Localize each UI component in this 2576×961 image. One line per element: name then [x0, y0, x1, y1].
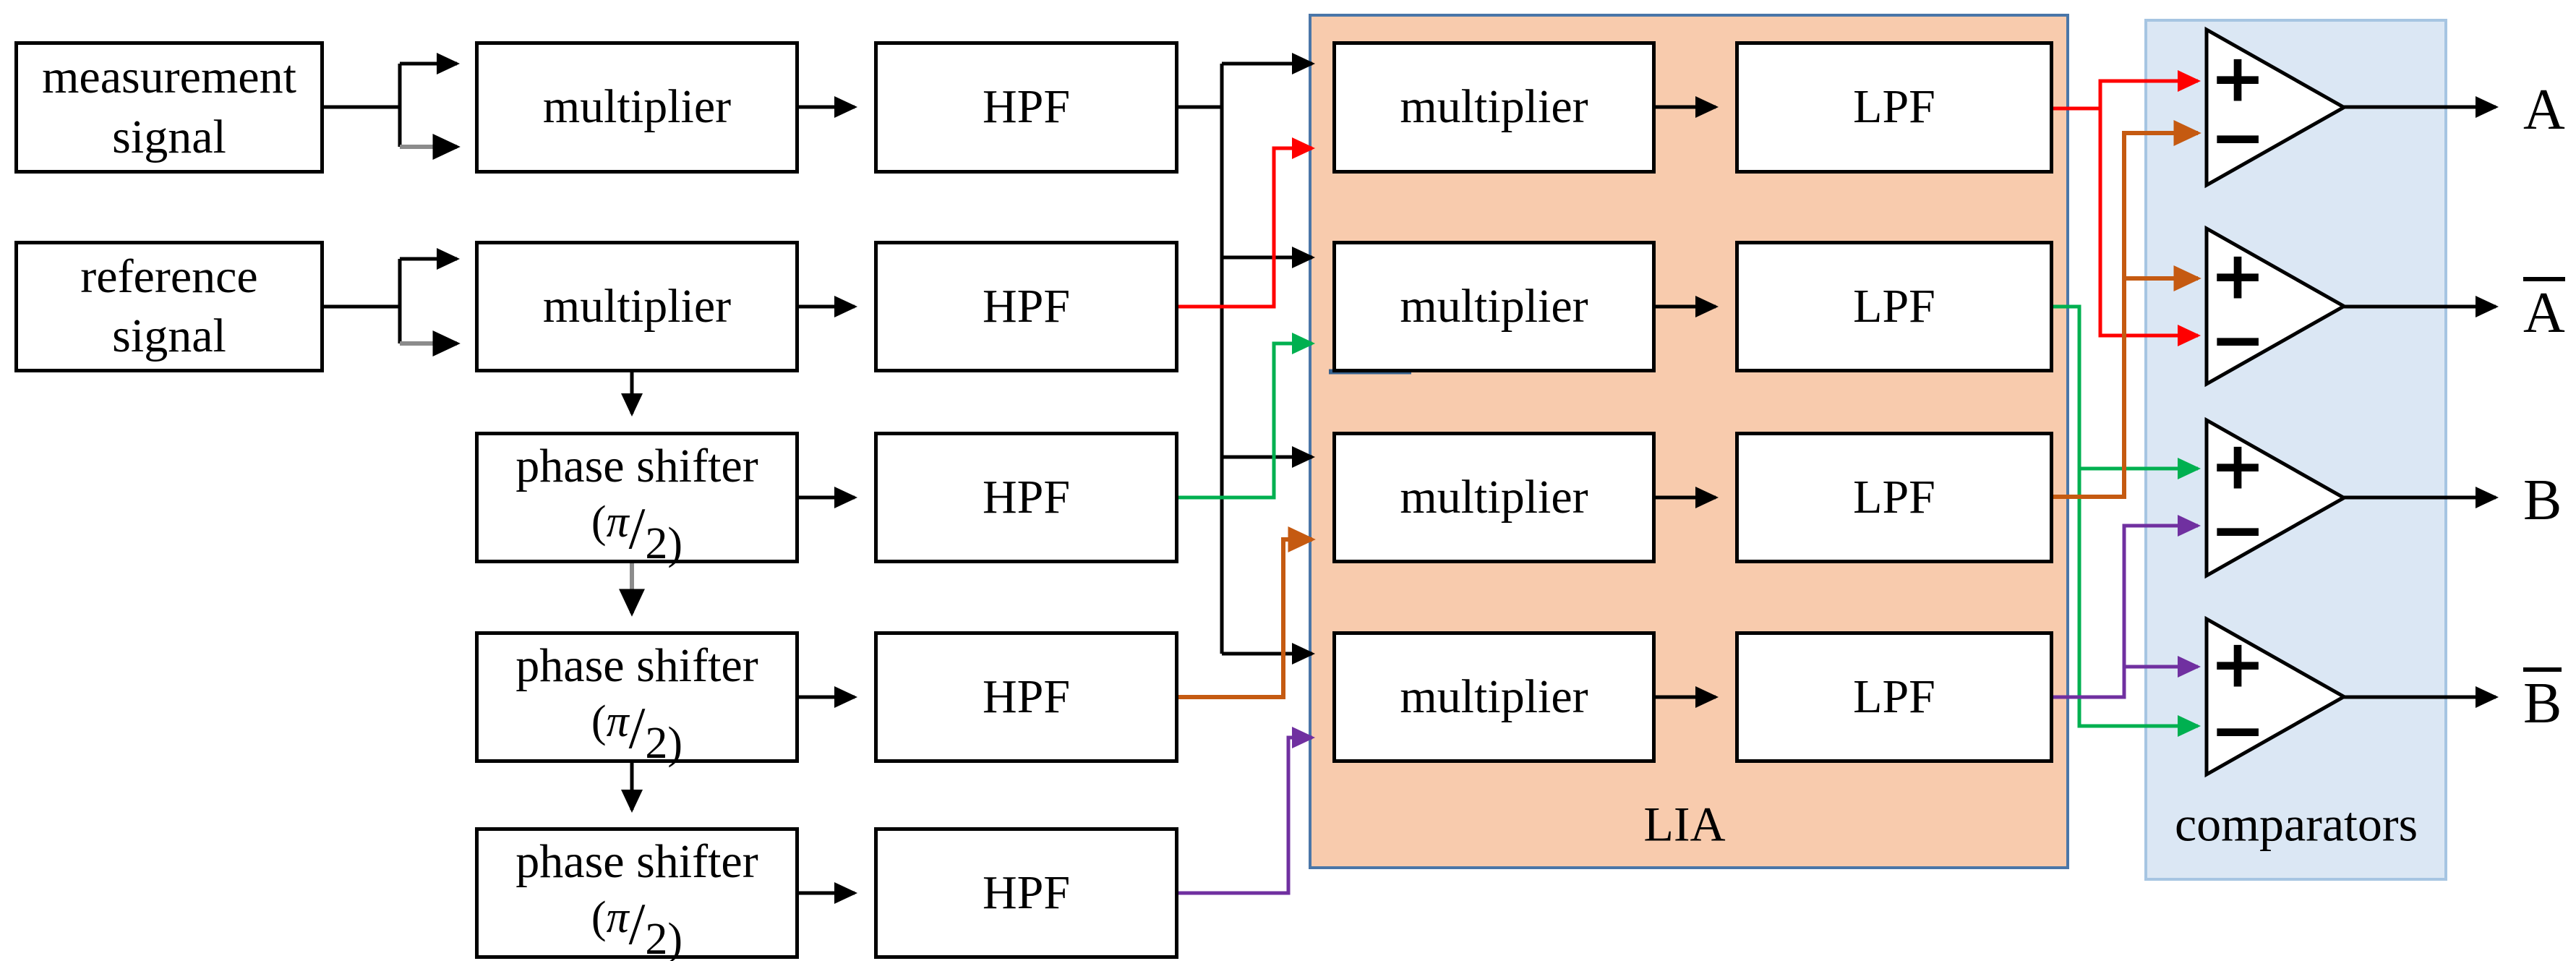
output-label-b: B — [2523, 471, 2562, 529]
block-label: LPF — [1853, 80, 1935, 134]
block-hpf-1: HPF — [874, 41, 1178, 174]
wire-hpf4-brown-to-liamult3 — [1178, 526, 1316, 699]
block-label-line: measurement — [42, 51, 296, 103]
block-label: HPF — [982, 80, 1071, 134]
pi-over-2-fraction: (π/2) — [591, 695, 683, 769]
block-lia-multiplier-4: multiplier — [1332, 631, 1656, 763]
comparator-4-triangle — [2204, 615, 2348, 778]
comparator-4-minus-sign: − — [2209, 692, 2265, 769]
comparator-1-plus-sign: + — [2209, 40, 2265, 117]
comparator-4-plus-sign: + — [2209, 625, 2265, 703]
block-hpf-5: HPF — [874, 827, 1178, 959]
comparators-region-label: comparators — [2174, 796, 2418, 852]
wire-brown-to-comp1-minus — [2053, 120, 2201, 499]
comparator-3-plus-sign: + — [2209, 427, 2265, 505]
block-label: LPF — [1853, 670, 1935, 723]
wire-hpf2-red-to-liamult1 — [1178, 137, 1316, 309]
block-lia-multiplier-2: multiplier — [1332, 241, 1656, 372]
block-lpf-1: LPF — [1735, 41, 2053, 174]
comparators-region — [2144, 19, 2447, 881]
wire-red-to-comp2-minus — [2098, 108, 2201, 346]
output-label-a: A — [2523, 81, 2565, 139]
block-label: multiplier — [542, 279, 732, 333]
block-label: HPF — [982, 279, 1071, 333]
block-label: HPF — [982, 670, 1071, 723]
wire-green-to-comp4-minus — [2053, 304, 2201, 737]
output-text: B — [2523, 469, 2562, 532]
comparator-2-minus-sign: − — [2209, 302, 2265, 379]
output-label-a-bar: A — [2523, 277, 2565, 342]
comparator-3-minus-sign: − — [2209, 492, 2265, 569]
block-label-line: phase shifter — [515, 834, 758, 888]
wire-purple-to-comp3-minus — [2053, 515, 2201, 699]
comparator-2-plus-sign: + — [2209, 237, 2265, 315]
block-label: multiplier — [1400, 279, 1588, 333]
block-label-line: phase shifter — [515, 638, 758, 692]
comparator-3-triangle — [2204, 417, 2348, 579]
block-label: multiplier — [1400, 80, 1588, 134]
block-hpf-2: HPF — [874, 241, 1178, 372]
block-phase-shifter-2: phase shifter (π/2) — [475, 631, 799, 769]
comparator-1-triangle — [2204, 26, 2348, 189]
block-label: multiplier — [542, 80, 732, 134]
block-lia-multiplier-3: multiplier — [1332, 432, 1656, 563]
block-label-line: reference — [80, 249, 258, 303]
wire-hpf3-green-to-liamult2 — [1178, 333, 1316, 500]
block-front-multiplier-1: multiplier — [475, 41, 799, 174]
pi-over-2-fraction: (π/2) — [591, 891, 683, 961]
block-label-line: phase shifter — [515, 439, 758, 492]
block-label: multiplier — [1400, 670, 1588, 723]
block-label-line: signal — [112, 110, 226, 163]
block-label: HPF — [982, 470, 1071, 524]
pi-over-2-fraction: (π/2) — [591, 495, 683, 569]
block-lpf-2: LPF — [1735, 241, 2053, 372]
block-phase-shifter-1: phase shifter (π/2) — [475, 432, 799, 569]
block-label: multiplier — [1400, 470, 1588, 524]
block-measurement-signal: measurement signal — [14, 41, 324, 174]
block-label: LPF — [1853, 279, 1935, 333]
block-label-line: signal — [112, 309, 226, 362]
block-hpf-4: HPF — [874, 631, 1178, 763]
output-text: B — [2523, 667, 2562, 733]
block-lia-multiplier-1: multiplier — [1332, 41, 1656, 174]
block-lpf-4: LPF — [1735, 631, 2053, 763]
block-phase-shifter-3: phase shifter (π/2) — [475, 827, 799, 961]
block-lpf-3: LPF — [1735, 432, 2053, 563]
lia-region-label: LIA — [1643, 796, 1726, 852]
comparator-1-minus-sign: − — [2209, 99, 2265, 176]
block-hpf-3: HPF — [874, 432, 1178, 563]
block-label: LPF — [1853, 470, 1935, 524]
comparator-2-triangle — [2204, 225, 2348, 388]
block-reference-signal: reference signal — [14, 241, 324, 372]
block-label: HPF — [982, 866, 1071, 919]
wire-hpf5-purple-to-liamult4 — [1178, 727, 1316, 895]
output-text: A — [2523, 277, 2565, 342]
wire-red-to-comp1-plus — [2053, 70, 2201, 111]
output-label-b-bar: B — [2523, 667, 2562, 733]
block-front-multiplier-2: multiplier — [475, 241, 799, 372]
output-text: A — [2523, 78, 2565, 142]
